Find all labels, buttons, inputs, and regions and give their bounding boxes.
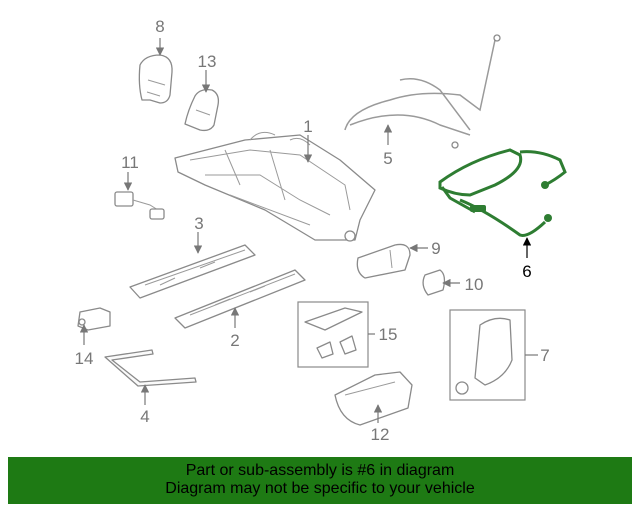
callout-10: 10 [465,275,484,294]
callout-14: 14 [75,349,94,368]
part-5-cable [344,34,501,149]
part-10-knob [422,269,446,296]
callout-4: 4 [140,407,149,426]
callout-2: 2 [230,331,239,350]
part-1-seat-frame [174,131,376,242]
part-8-headrest-guide [138,54,173,104]
banner-line-2: Diagram may not be specific to your vehi… [165,480,475,497]
callout-13: 13 [198,52,217,71]
part-7-parts [455,317,513,395]
part-15-parts [304,307,363,359]
callout-11: 11 [121,153,139,172]
part-11-sensor [114,191,165,220]
part-6-cable-highlighted [438,148,567,237]
part-4-wire [104,349,197,387]
banner-line-1: Part or sub-assembly is #6 in diagram [185,462,455,479]
info-banner: Part or sub-assembly is #6 in diagram Di… [8,457,632,504]
part-12-cover [334,371,413,426]
callout-8: 8 [155,17,164,36]
callout-9: 9 [431,239,440,258]
callout-1: 1 [303,117,312,136]
part-2-seat-track [174,269,306,329]
callout-6: 6 [522,262,531,281]
parts-diagram: 8 13 1 11 5 6 3 9 10 2 15 7 14 4 12 [75,17,567,444]
callout-7: 7 [540,346,549,365]
callout-5: 5 [383,149,392,168]
part-14-bracket [77,307,111,331]
part-3-seat-track [129,244,256,299]
part-9-cover [356,243,411,279]
callout-15: 15 [379,325,398,344]
part-13-headrest-guide [184,88,220,132]
callout-12: 12 [371,425,390,444]
callout-3: 3 [194,214,203,233]
